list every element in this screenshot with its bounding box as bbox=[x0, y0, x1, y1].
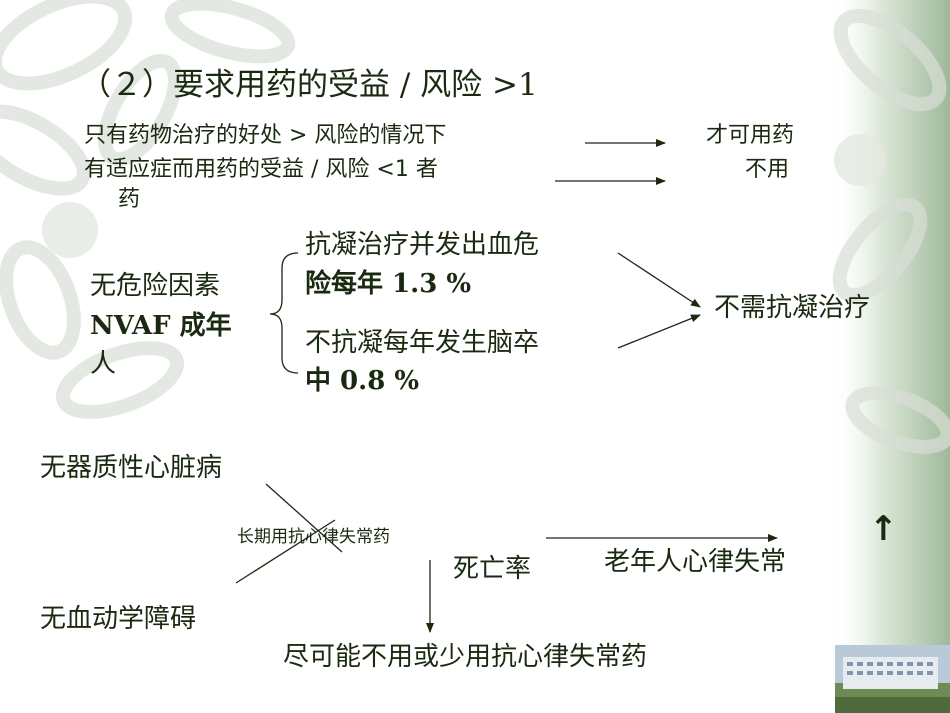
flower-watermark bbox=[0, 0, 950, 454]
no-hemodynamic-disorder: 无血动学障碍 bbox=[40, 604, 197, 634]
no-anticoagulation-conclusion: 不需抗凝治疗 bbox=[714, 293, 871, 323]
risk-result-text: 不用 bbox=[745, 157, 790, 182]
slide-title: （２）要求用药的受益 / 风险 >1 bbox=[80, 67, 538, 103]
long-term-antiarrhythmic-label: 长期用抗心律失常药 bbox=[237, 527, 390, 547]
nvaf-group-line-1: 无危险因素 bbox=[90, 271, 221, 301]
nvaf-group-line-2: NVAF 成年 bbox=[90, 311, 232, 341]
mortality-text: 死亡率 bbox=[453, 554, 532, 584]
risk-condition-wrap-text: 药 bbox=[118, 187, 141, 212]
up-arrow-icon: ↑ bbox=[869, 509, 898, 549]
stroke-risk-line-2: 中 0.8 % bbox=[305, 366, 420, 396]
benefit-result-text: 才可用药 bbox=[706, 123, 795, 148]
elderly-arrhythmia-text: 老年人心律失常 bbox=[604, 547, 787, 577]
risk-condition-text: 有适应症而用药的受益 / 风险 <1 者 bbox=[84, 157, 438, 182]
benefit-condition-text: 只有药物治疗的好处 > 风险的情况下 bbox=[84, 123, 447, 148]
bleeding-risk-line-2: 险每年 1.3 % bbox=[305, 269, 472, 299]
stroke-risk-line-1: 不抗凝每年发生脑卒 bbox=[305, 328, 540, 358]
no-organic-heart-disease: 无器质性心脏病 bbox=[40, 453, 223, 483]
nvaf-group-line-3: 人 bbox=[90, 349, 117, 379]
right-gradient-band bbox=[830, 0, 950, 713]
bleeding-risk-line-1: 抗凝治疗并发出血危 bbox=[305, 230, 540, 260]
avoid-antiarrhythmic-conclusion: 尽可能不用或少用抗心律失常药 bbox=[283, 642, 648, 672]
hospital-building-photo bbox=[835, 645, 950, 713]
